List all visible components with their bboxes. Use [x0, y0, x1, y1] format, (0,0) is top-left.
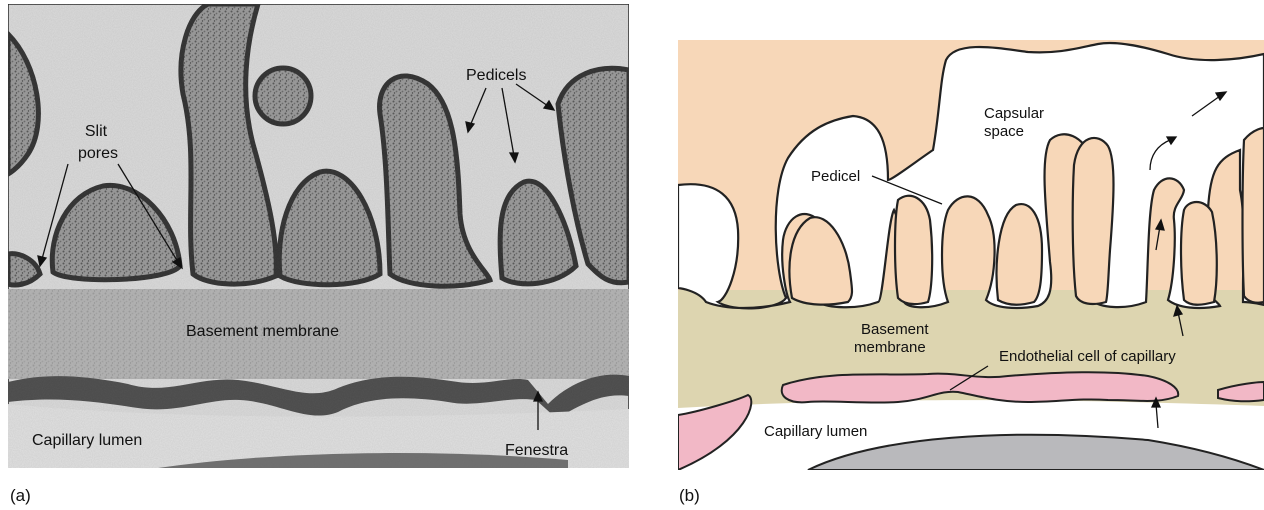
schematic-diagram: Capsular space Pedicel Basement membrane… [678, 40, 1264, 470]
label-endothelial-cell: Endothelial cell of capillary [999, 348, 1176, 365]
label-capsular-space-line2: space [984, 123, 1024, 140]
micrograph-panel: Pedicels Slit pores Basement membrane Ca… [8, 4, 629, 468]
label-basement-membrane-line1: Basement [861, 321, 929, 338]
label-basement-membrane-line2: membrane [854, 339, 926, 356]
label-capillary-lumen: Capillary lumen [32, 432, 142, 449]
label-pedicel: Pedicel [811, 168, 860, 185]
label-capsular-space-line1: Capsular [984, 105, 1044, 122]
panel-a-letter: (a) [10, 486, 31, 506]
label-pedicels: Pedicels [466, 67, 526, 84]
label-basement-membrane: Basement membrane [186, 323, 339, 340]
label-capillary-lumen-b: Capillary lumen [764, 423, 867, 440]
schematic-panel: Capsular space Pedicel Basement membrane… [678, 40, 1264, 470]
label-slit-pores-line1: Slit [85, 123, 108, 140]
micrograph-image: Pedicels Slit pores Basement membrane Ca… [8, 4, 629, 468]
label-slit-pores-line2: pores [78, 145, 118, 162]
label-fenestra: Fenestra [505, 442, 568, 459]
panel-b-letter: (b) [679, 486, 700, 506]
